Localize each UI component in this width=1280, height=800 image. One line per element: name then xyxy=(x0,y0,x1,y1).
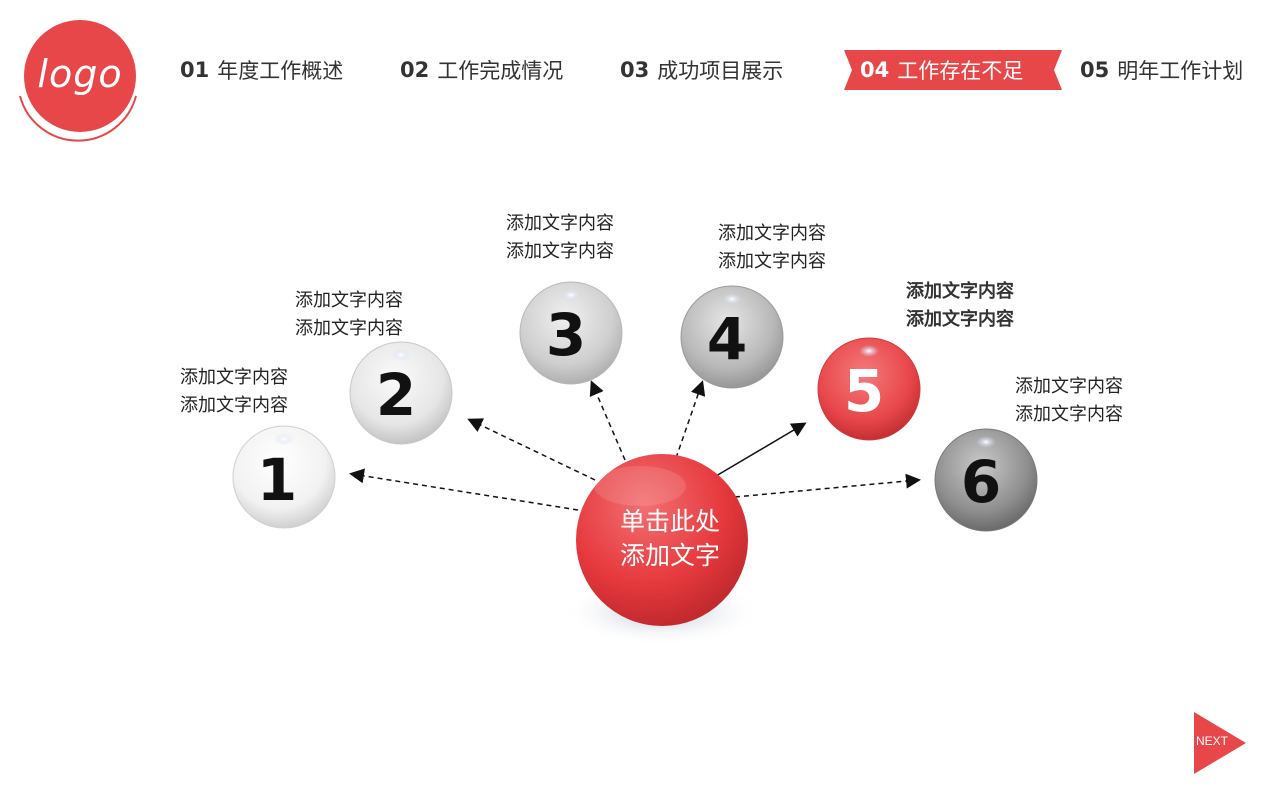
connector-5 xyxy=(715,422,807,477)
node-number-1: 1 xyxy=(257,446,297,514)
node-label-line: 添加文字内容 xyxy=(718,251,826,272)
node-label-line: 添加文字内容 xyxy=(906,281,1014,302)
logo: logo xyxy=(14,18,142,142)
node-label-line: 添加文字内容 xyxy=(906,309,1014,330)
node-label-line: 添加文字内容 xyxy=(1015,404,1123,425)
logo-circle: logo xyxy=(24,20,136,132)
nav-item-03[interactable]: 03 成功项目展示 xyxy=(620,50,783,90)
nav-item-04[interactable]: 04 工作存在不足 xyxy=(860,50,1023,90)
node-ball-1[interactable]: 1 xyxy=(232,425,336,529)
center-text-line1: 单击此处 xyxy=(619,507,720,536)
node-number-3: 3 xyxy=(546,301,586,369)
node-label-line: 添加文字内容 xyxy=(506,213,614,234)
nav-item-number: 01 xyxy=(180,58,210,82)
node-ball-3[interactable]: 3 xyxy=(519,281,623,385)
nav-item-label: 年度工作概述 xyxy=(217,59,344,83)
node-label-5: 添加文字内容 添加文字内容 xyxy=(906,278,1014,334)
node-label-3: 添加文字内容 添加文字内容 xyxy=(506,210,614,266)
connector-1 xyxy=(349,468,579,511)
connector-6 xyxy=(734,473,921,498)
connector-4 xyxy=(675,380,706,459)
center-ball[interactable] xyxy=(576,454,748,626)
nav-item-01[interactable]: 01 年度工作概述 xyxy=(180,50,343,90)
node-label-2: 添加文字内容 添加文字内容 xyxy=(295,287,403,343)
center-text[interactable]: 单击此处 添加文字 xyxy=(590,505,750,573)
node-number-6: 6 xyxy=(961,448,1001,516)
nav-item-label: 明年工作计划 xyxy=(1117,59,1244,83)
nav-item-number: 02 xyxy=(400,58,430,82)
logo-arc xyxy=(19,95,137,142)
node-number-2: 2 xyxy=(376,361,416,429)
node-label-line: 添加文字内容 xyxy=(180,395,288,416)
next-label: NEXT xyxy=(1196,734,1229,748)
logo-text: logo xyxy=(37,52,123,96)
node-ball-6[interactable]: 6 xyxy=(934,428,1038,532)
nav-item-number: 03 xyxy=(620,58,650,82)
connector-3 xyxy=(589,380,626,461)
node-label-1: 添加文字内容 添加文字内容 xyxy=(180,364,288,420)
active-tab-background xyxy=(844,50,1062,90)
nav-item-02[interactable]: 02 工作完成情况 xyxy=(400,50,563,90)
next-button[interactable]: NEXT xyxy=(1192,712,1248,774)
node-ball-2[interactable]: 2 xyxy=(349,341,453,445)
nav-item-label: 工作存在不足 xyxy=(897,59,1024,83)
node-label-4: 添加文字内容 添加文字内容 xyxy=(718,220,826,276)
nav-item-label: 成功项目展示 xyxy=(657,59,784,83)
nav-item-05[interactable]: 05 明年工作计划 xyxy=(1080,50,1243,90)
node-number-4: 4 xyxy=(707,305,747,373)
node-label-line: 添加文字内容 xyxy=(180,367,288,388)
nav-item-label: 工作完成情况 xyxy=(437,59,564,83)
center-text-line2: 添加文字 xyxy=(619,541,720,570)
node-ball-4[interactable]: 4 xyxy=(680,285,784,389)
node-label-6: 添加文字内容 添加文字内容 xyxy=(1015,373,1123,429)
node-number-5: 5 xyxy=(844,357,884,425)
node-label-line: 添加文字内容 xyxy=(295,290,403,311)
node-label-line: 添加文字内容 xyxy=(295,318,403,339)
node-label-line: 添加文字内容 xyxy=(1015,376,1123,397)
top-nav: 01 年度工作概述 02 工作完成情况 03 成功项目展示 04 工作存在不足 … xyxy=(0,50,1280,90)
connector-2 xyxy=(467,418,596,481)
next-arrow-icon xyxy=(1194,712,1246,774)
nav-item-number: 05 xyxy=(1080,58,1110,82)
node-ball-5[interactable]: 5 xyxy=(817,337,921,441)
node-label-line: 添加文字内容 xyxy=(718,223,826,244)
nav-item-number: 04 xyxy=(860,58,890,82)
node-label-line: 添加文字内容 xyxy=(506,241,614,262)
